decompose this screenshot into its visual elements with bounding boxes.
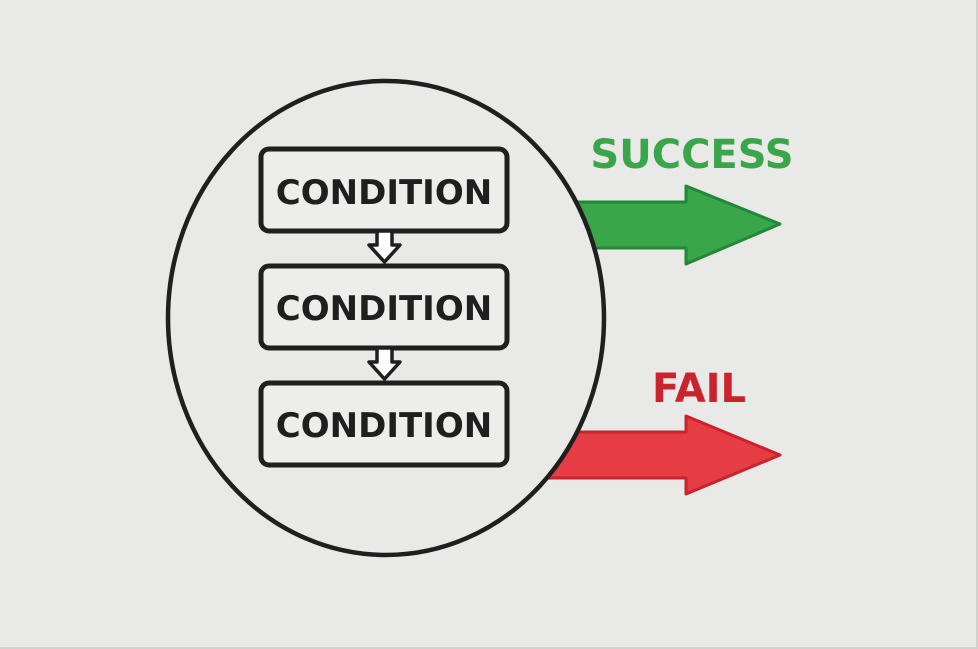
condition-label-1: CONDITION	[276, 173, 492, 213]
success-label: SUCCESS	[590, 132, 793, 178]
condition-box-3: CONDITION	[258, 380, 510, 468]
down-arrow-icon	[367, 229, 402, 264]
down-arrow-icon	[367, 346, 402, 381]
fail-arrow	[546, 414, 782, 496]
fail-label: FAIL	[652, 366, 746, 412]
condition-box-2: CONDITION	[258, 263, 510, 351]
success-arrow	[570, 184, 782, 266]
condition-label-3: CONDITION	[276, 406, 492, 446]
condition-label-2: CONDITION	[276, 289, 492, 329]
condition-box-1: CONDITION	[258, 146, 510, 234]
